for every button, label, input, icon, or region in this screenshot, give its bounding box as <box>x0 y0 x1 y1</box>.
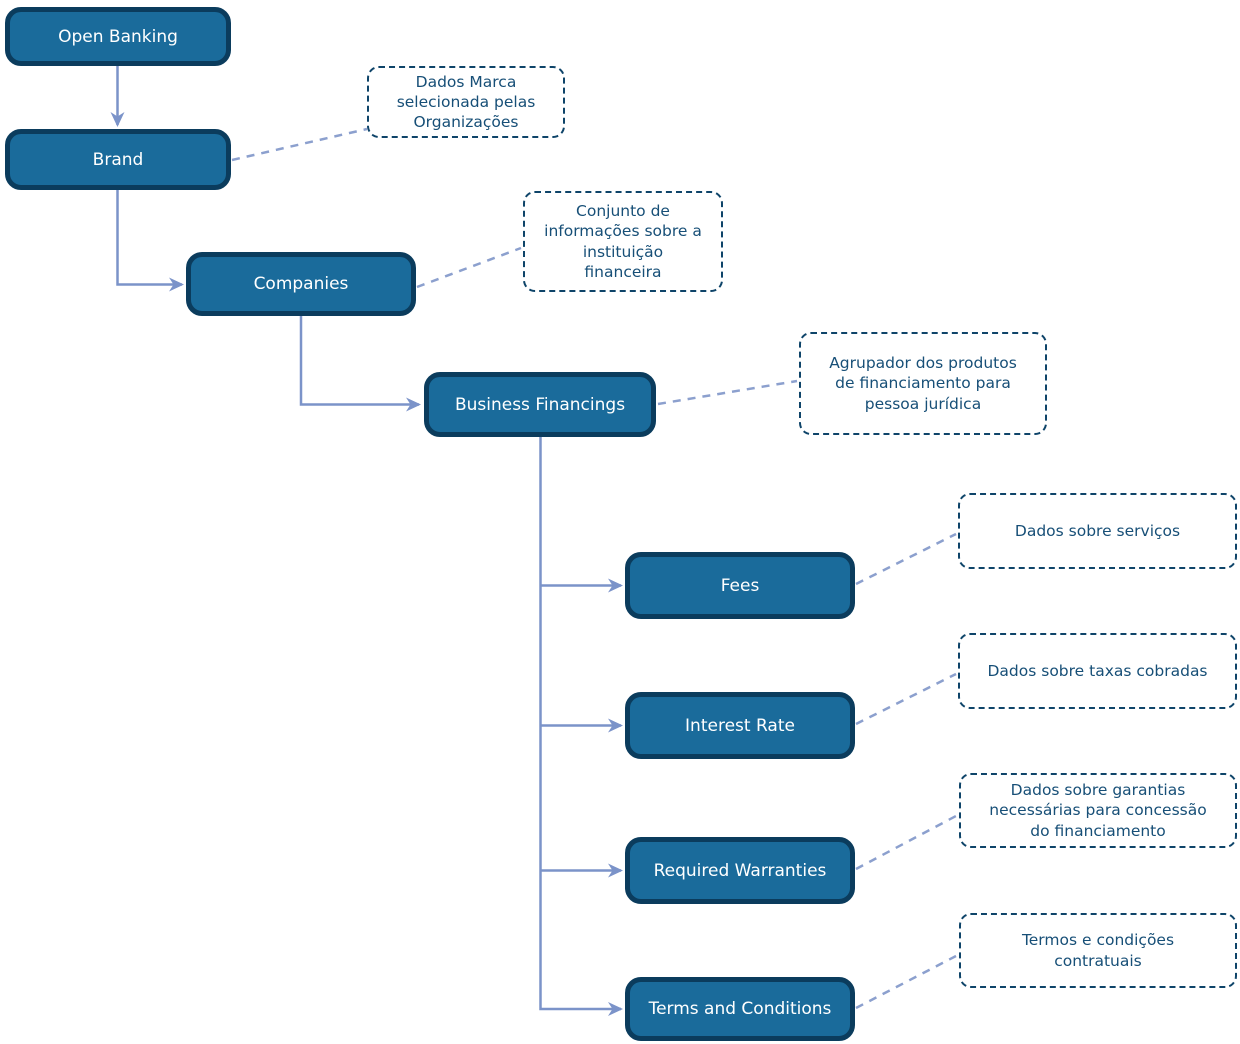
link-fees-note <box>855 532 957 586</box>
node-terms-and-conditions-label: Terms and Conditions <box>648 999 832 1019</box>
node-open-banking: Open Banking <box>5 7 231 66</box>
connector-brand-companies <box>116 190 184 292</box>
note-business-financings-text: Agrupador dos produtos de financiamento … <box>829 354 1017 413</box>
note-brand: Dados Marca selecionada pelas Organizaçõ… <box>367 66 565 138</box>
note-interest-rate: Dados sobre taxas cobradas <box>958 633 1237 709</box>
connector-companies-businessfinancings <box>299 316 421 412</box>
note-interest-rate-text: Dados sobre taxas cobradas <box>987 661 1208 680</box>
node-brand-label: Brand <box>92 149 144 170</box>
node-fees-label: Fees <box>720 575 760 596</box>
node-interest-rate: Interest Rate <box>625 692 855 759</box>
node-brand: Brand <box>5 129 231 190</box>
node-required-warranties-label: Required Warranties <box>653 860 827 881</box>
connector-businessfinancings-trunk <box>539 437 623 1016</box>
note-brand-text: Dados Marca selecionada pelas Organizaçõ… <box>396 72 536 132</box>
note-business-financings: Agrupador dos produtos de financiamento … <box>799 332 1047 435</box>
node-business-financings-label: Business Financings <box>454 394 626 415</box>
node-terms-and-conditions: Terms and Conditions <box>625 977 855 1041</box>
note-terms-and-conditions: Termos e condições contratuais <box>959 913 1237 988</box>
note-fees-text: Dados sobre serviços <box>1014 521 1181 540</box>
node-fees: Fees <box>625 552 855 619</box>
node-open-banking-label: Open Banking <box>58 26 178 47</box>
note-terms-and-conditions-text: Termos e condições contratuais <box>1021 931 1175 970</box>
link-interestrate-note <box>855 672 957 726</box>
link-requiredwarranties-note <box>855 814 957 871</box>
link-brand-note <box>231 127 368 162</box>
node-companies: Companies <box>186 252 416 316</box>
node-business-financings: Business Financings <box>424 372 656 437</box>
note-required-warranties: Dados sobre garantias necessárias para c… <box>959 773 1237 848</box>
note-required-warranties-text: Dados sobre garantias necessárias para c… <box>989 781 1207 840</box>
link-termsandconditions-note <box>855 954 957 1010</box>
node-required-warranties: Required Warranties <box>625 837 855 904</box>
note-companies-text: Conjunto de informações sobre a institui… <box>544 202 702 281</box>
node-companies-label: Companies <box>253 274 349 294</box>
link-businessfinancings-note <box>657 379 798 406</box>
note-companies: Conjunto de informações sobre a institui… <box>523 191 723 292</box>
note-fees: Dados sobre serviços <box>958 493 1237 569</box>
node-interest-rate-label: Interest Rate <box>685 715 795 736</box>
link-companies-note <box>416 246 522 289</box>
